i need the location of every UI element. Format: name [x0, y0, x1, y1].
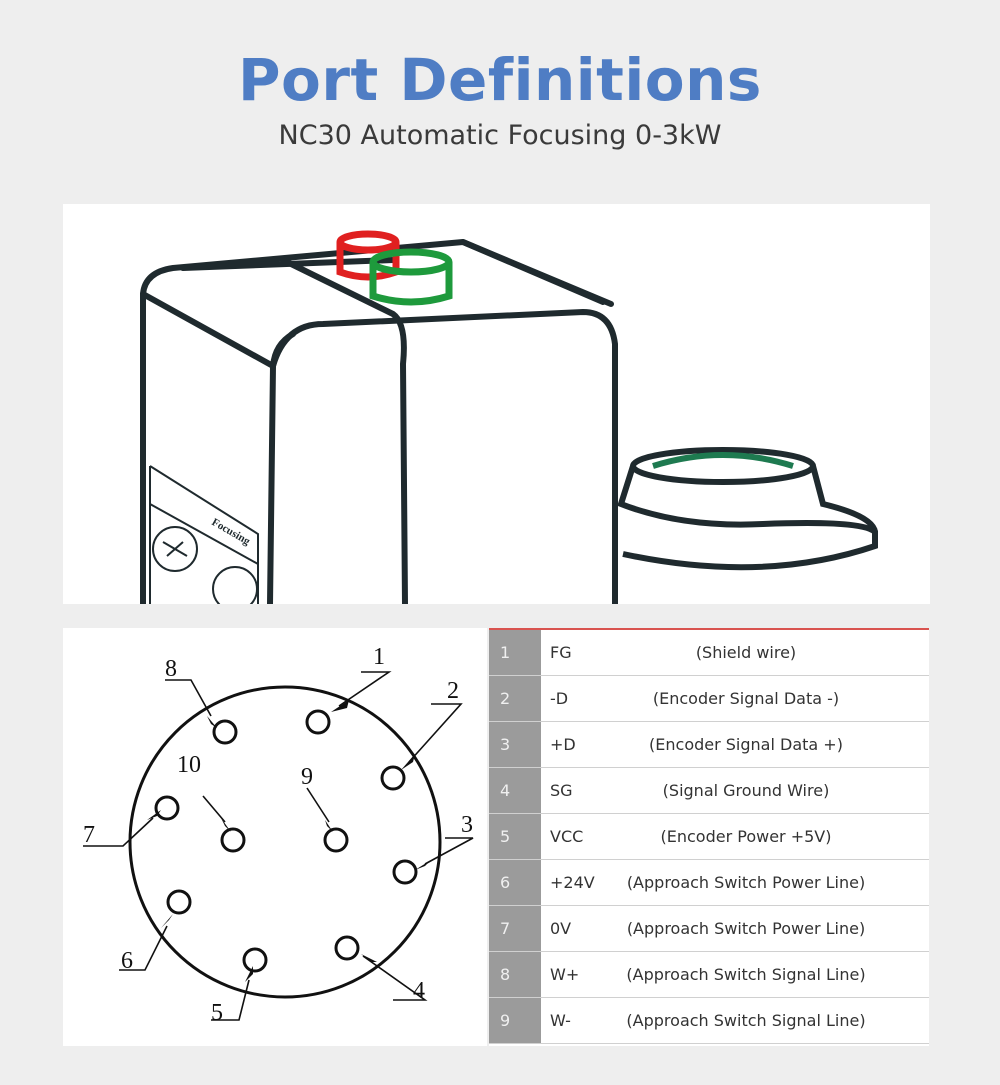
pin-label-3: 3 — [461, 812, 473, 838]
page-subtitle: NC30 Automatic Focusing 0-3kW — [278, 120, 722, 151]
table-row: 7 0V (Approach Switch Power Line) — [489, 906, 929, 952]
table-row: 3 +D (Encoder Signal Data +) — [489, 722, 929, 768]
row-number: 7 — [489, 906, 541, 951]
row-number: 9 — [489, 998, 541, 1043]
row-code: SG — [550, 781, 573, 800]
table-row: 8 W+ (Approach Switch Signal Line) — [489, 952, 929, 998]
pin-label-5: 5 — [211, 1000, 223, 1026]
pin-label-10: 10 — [177, 752, 201, 778]
row-description: (Encoder Power +5V) — [660, 827, 832, 846]
pin-diagram-drawing: 1 2 3 4 5 6 7 8 9 10 — [83, 644, 474, 1026]
device-drawing: Focusing — [140, 230, 878, 604]
row-number: 8 — [489, 952, 541, 997]
page-title: Port Definitions — [238, 46, 762, 114]
row-number: 2 — [489, 676, 541, 721]
pin-9 — [323, 827, 349, 853]
pin-7 — [154, 795, 180, 821]
pin-label-7: 7 — [83, 822, 95, 848]
device-plate-label: Focusing — [210, 516, 253, 548]
row-description: (Encoder Signal Data +) — [649, 735, 843, 754]
row-code: 0V — [550, 919, 572, 938]
row-description: (Signal Ground Wire) — [662, 781, 830, 800]
row-number: 6 — [489, 860, 541, 905]
port-definition-table: 1 FG (Shield wire) 2 -D (Encoder Signal … — [489, 628, 929, 1046]
row-code: FG — [550, 643, 572, 662]
green-rotation-ring-icon — [652, 452, 794, 469]
table-row: 1 FG (Shield wire) — [489, 630, 929, 676]
pin-label-2: 2 — [447, 678, 459, 704]
row-number: 5 — [489, 814, 541, 859]
row-description: (Approach Switch Signal Line) — [626, 965, 866, 984]
row-number: 4 — [489, 768, 541, 813]
row-code: -D — [550, 689, 569, 708]
row-code: W- — [550, 1011, 571, 1030]
row-description: (Approach Switch Power Line) — [626, 919, 866, 938]
table-row: 2 -D (Encoder Signal Data -) — [489, 676, 929, 722]
pin-label-4: 4 — [413, 978, 425, 1004]
pin-10 — [220, 827, 246, 853]
pin-diagram: 1 2 3 4 5 6 7 8 9 10 — [63, 628, 487, 1046]
pin-8 — [212, 719, 238, 745]
connector-outline — [128, 685, 442, 999]
table-row: 9 W- (Approach Switch Signal Line) — [489, 998, 929, 1044]
green-connector-icon — [369, 248, 453, 306]
row-description: (Shield wire) — [695, 643, 797, 662]
pin-5 — [242, 947, 268, 973]
row-code: VCC — [550, 827, 584, 846]
pin-label-1: 1 — [373, 644, 385, 670]
row-code: +24V — [550, 873, 595, 892]
table-row: 4 SG (Signal Ground Wire) — [489, 768, 929, 814]
pin-label-9: 9 — [301, 764, 313, 790]
row-description: (Approach Switch Power Line) — [626, 873, 866, 892]
table-row: 6 +24V (Approach Switch Power Line) — [489, 860, 929, 906]
pin-label-6: 6 — [121, 948, 133, 974]
row-code: +D — [550, 735, 576, 754]
row-number: 1 — [489, 630, 541, 675]
device-illustration: Focusing — [63, 204, 930, 604]
row-number: 3 — [489, 722, 541, 767]
pin-4 — [334, 935, 360, 961]
table-row: 5 VCC (Encoder Power +5V) — [489, 814, 929, 860]
pin-6 — [166, 889, 192, 915]
row-description: (Approach Switch Signal Line) — [626, 1011, 866, 1030]
pin-label-8: 8 — [165, 656, 177, 682]
pin-3 — [392, 859, 418, 885]
row-description: (Encoder Signal Data -) — [652, 689, 840, 708]
pin-1 — [305, 709, 331, 735]
row-code: W+ — [550, 965, 580, 984]
pin-2 — [380, 765, 406, 791]
